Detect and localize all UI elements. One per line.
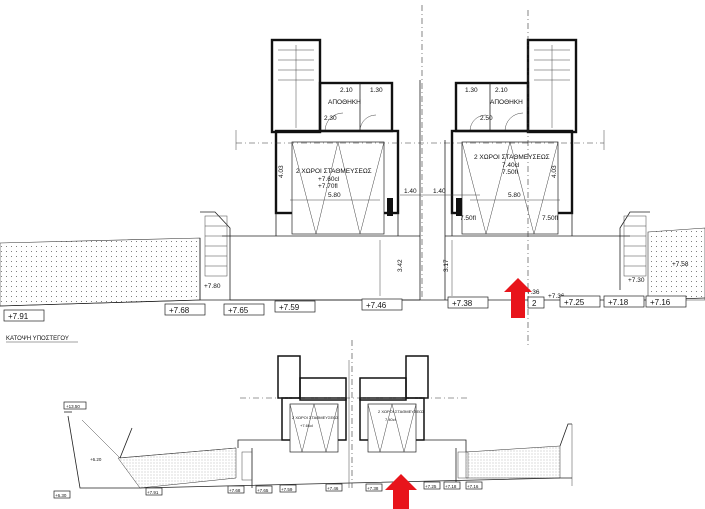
lower-level-box-1: +7.91 bbox=[147, 490, 159, 495]
lower-level-box-9: +7.16 bbox=[467, 484, 479, 489]
left-dim-side: 2.30 bbox=[324, 115, 337, 122]
lower-terrain-right bbox=[465, 445, 561, 479]
left-parking-level-b: +7.70fl bbox=[318, 183, 338, 190]
left-dim-center: 1.40 bbox=[404, 188, 417, 195]
right-parking-title: 2 ΧΩΡΟΙ ΣΤΑΘΜΕΥΣΕΩΣ bbox=[474, 154, 550, 161]
lower-top-level: +13.50 bbox=[66, 404, 80, 409]
right-dim-height: 4.03 bbox=[551, 165, 558, 178]
level-mark-4: +7.36 bbox=[548, 293, 565, 300]
lower-level-box-4: +7.59 bbox=[281, 487, 293, 492]
right-dim-drop: 3.17 bbox=[443, 259, 450, 272]
level-box-1: +7.91 bbox=[8, 312, 29, 321]
level-mark-3: +7.30 bbox=[628, 277, 645, 284]
lower-level-box-7: +7.25 bbox=[425, 484, 437, 489]
left-dim-height: 4.03 bbox=[278, 165, 285, 178]
left-dim-inner: 5.80 bbox=[328, 192, 341, 199]
right-level-right: 7.50fl bbox=[542, 215, 558, 222]
right-parking-level-b: 7.50fl bbox=[502, 169, 518, 176]
side-stair-left bbox=[204, 215, 228, 277]
right-dim-top: 2.10 bbox=[495, 87, 508, 94]
left-parking-title: 2 ΧΩΡΟΙ ΣΤΑΘΜΕΥΣΕΩΣ bbox=[296, 168, 372, 175]
right-dim-side: 2.50 bbox=[480, 115, 493, 122]
lower-level-box-8: +7.18 bbox=[445, 484, 457, 489]
right-level-left: 7.50fl bbox=[460, 215, 476, 222]
lower-level-box-2: +7.68 bbox=[229, 488, 241, 493]
level-box-3: +7.65 bbox=[228, 306, 249, 315]
lower-mid-level: +6.20 bbox=[90, 457, 102, 462]
lower-terrain-left bbox=[117, 447, 237, 489]
right-storage-label: ΑΠΟΘΗΚΗ bbox=[490, 99, 523, 106]
lower-bottom-level: +6.30 bbox=[55, 493, 67, 498]
right-parking-level-a: 7.40cl bbox=[502, 162, 520, 169]
left-dim-drop: 3.42 bbox=[397, 259, 404, 272]
right-dim-inner: 5.80 bbox=[508, 192, 521, 199]
level-box-9: +7.18 bbox=[608, 298, 629, 307]
upper-plan: ΑΠΟΘΗΚΗ 2.10 1.30 2.30 2 ΧΩΡΟΙ ΣΤΑΘΜΕΥΣΕ… bbox=[0, 5, 705, 345]
level-box-2: +7.68 bbox=[169, 306, 190, 315]
entrance-arrow-upper bbox=[504, 278, 532, 318]
left-parking-level-a: +7.60cl bbox=[318, 176, 340, 183]
level-mark-1: +7.80 bbox=[204, 283, 221, 290]
lower-right-title: 2 ΧΩΡΟΙ ΣΤΑΘΜΕΥΣΕΩΣ bbox=[378, 409, 425, 414]
left-unit bbox=[270, 38, 400, 236]
plan-title: ΚΑΤΟΨΗ ΥΠΟΣΤΕΓΟΥ bbox=[6, 336, 69, 342]
terrain-hatch-left bbox=[0, 237, 201, 307]
upper-level-boxes: +7.91 +7.68 +7.65 +7.59 +7.46 +7.38 2 +7… bbox=[3, 295, 687, 322]
left-dim-top: 2.10 bbox=[340, 87, 353, 94]
entrance-arrow-lower bbox=[385, 474, 417, 509]
terrain-hatch-right bbox=[647, 227, 705, 301]
lower-right-level: 7.40cl bbox=[385, 417, 396, 422]
right-dim-center: 1.40 bbox=[433, 188, 446, 195]
lower-level-box-6: +7.38 bbox=[367, 486, 379, 491]
left-dim-room: 1.30 bbox=[370, 87, 383, 94]
level-box-10: +7.16 bbox=[650, 298, 671, 307]
lower-level-box-5: +7.46 bbox=[327, 486, 339, 491]
right-unit bbox=[450, 38, 578, 236]
lower-level-boxes: +7.91 +7.68 +7.65 +7.59 +7.46 +7.38 +7.2… bbox=[145, 481, 483, 496]
right-dim-room: 1.30 bbox=[465, 87, 478, 94]
lower-level-box-3: +7.65 bbox=[257, 488, 269, 493]
level-box-8: +7.25 bbox=[564, 298, 585, 307]
level-box-6: +7.38 bbox=[452, 299, 473, 308]
lower-left-level: +7.60cl bbox=[300, 423, 313, 428]
level-mark-5: +7.58 bbox=[672, 261, 689, 268]
side-stair-right bbox=[623, 215, 647, 277]
level-box-4: +7.59 bbox=[279, 303, 300, 312]
level-box-5: +7.46 bbox=[366, 301, 387, 310]
lower-plan: 2 ΧΩΡΟΙ ΣΤΑΘΜΕΥΣΕΩΣ 2 ΧΩΡΟΙ ΣΤΑΘΜΕΥΣΕΩΣ … bbox=[53, 340, 573, 509]
lower-left-title: 2 ΧΩΡΟΙ ΣΤΑΘΜΕΥΣΕΩΣ bbox=[292, 415, 339, 420]
level-mark-2: +7.36 bbox=[523, 289, 540, 296]
level-box-7: 2 bbox=[532, 299, 537, 308]
left-storage-label: ΑΠΟΘΗΚΗ bbox=[328, 99, 361, 106]
